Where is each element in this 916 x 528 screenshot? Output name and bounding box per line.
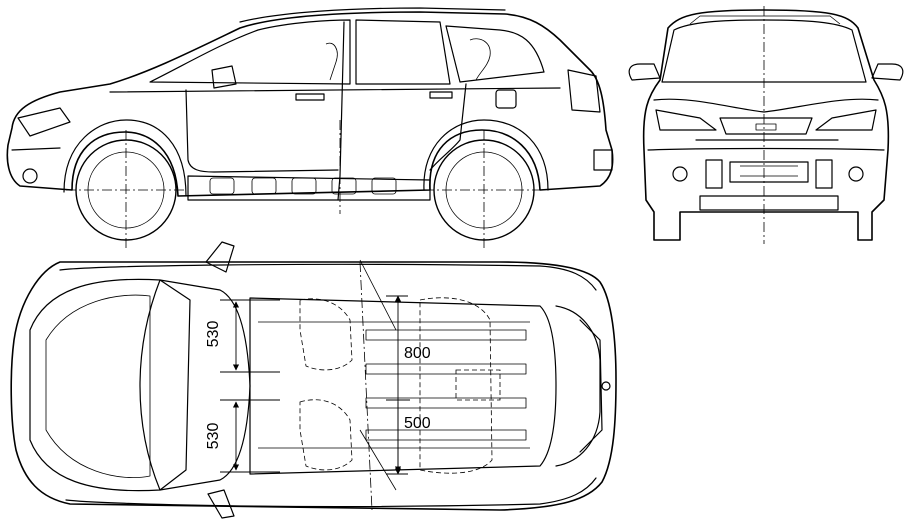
- dim-label-cargo-length: 800: [404, 345, 431, 362]
- front-view: [628, 6, 904, 244]
- top-view: [10, 241, 617, 519]
- side-view: [6, 7, 614, 250]
- dim-label-rear-seat: 530: [205, 423, 222, 450]
- dim-label-front-seat: 530: [205, 321, 222, 348]
- dim-label-cargo-depth: 500: [404, 415, 431, 432]
